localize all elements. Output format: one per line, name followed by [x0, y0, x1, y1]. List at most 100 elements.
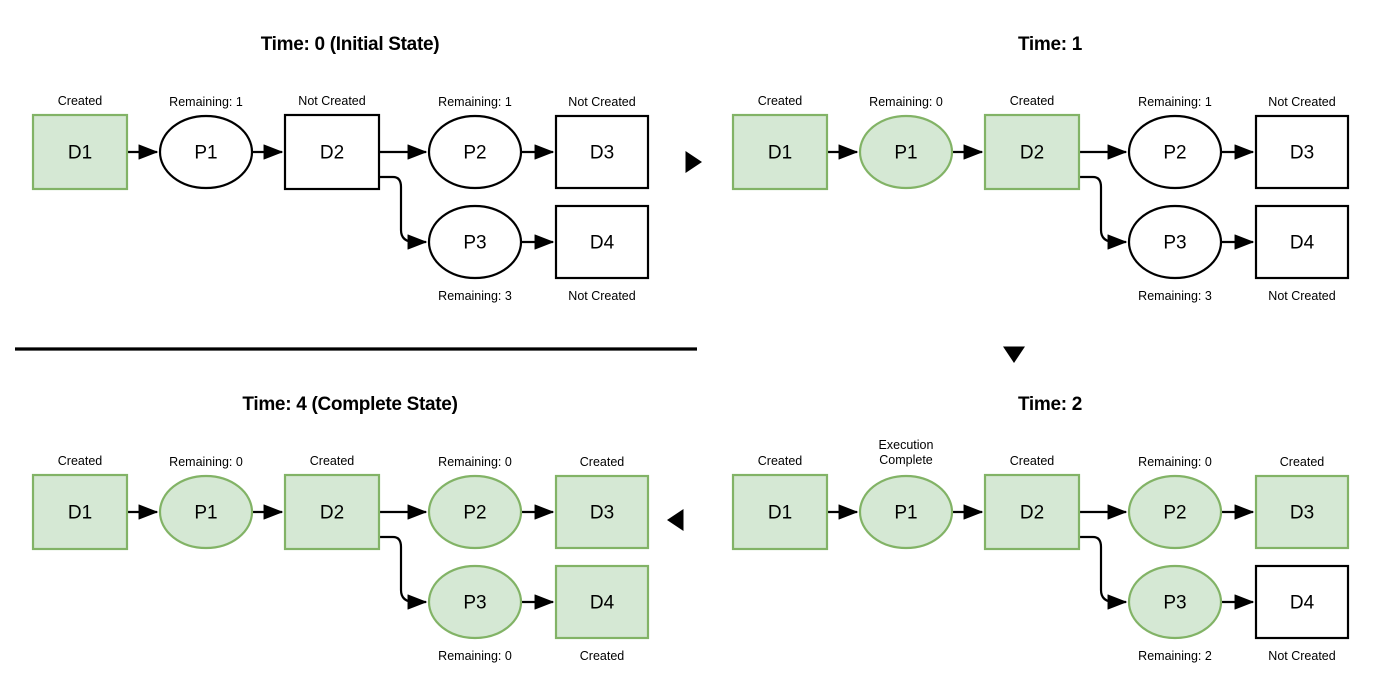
node-status-label: Not Created [298, 94, 365, 108]
node-label: P2 [463, 503, 486, 524]
data-node-shape[interactable] [554, 474, 650, 550]
node-p2[interactable]: P2 Remaining: 0 [1127, 455, 1223, 550]
node-status-label: Remaining: 0 [169, 455, 243, 469]
edge-d2-to-p3 [1079, 535, 1128, 610]
node-label: P2 [1163, 503, 1186, 524]
process-node-shape[interactable] [1127, 474, 1223, 550]
node-status-label: Created [310, 454, 355, 468]
data-node-shape[interactable] [283, 113, 381, 191]
process-node-shape[interactable] [1127, 564, 1223, 640]
node-status-label: Not Created [568, 95, 635, 109]
flow-arrow-right [685, 151, 702, 173]
flow-arrow-down [1003, 346, 1025, 363]
node-label: P1 [894, 503, 917, 524]
node-status-label: Not Created [568, 289, 635, 303]
data-node-shape[interactable] [554, 564, 650, 640]
edge-d2-to-p3 [1079, 175, 1128, 250]
node-status-label: Remaining: 0 [869, 95, 943, 109]
node-label: D4 [590, 593, 615, 614]
node-status-label: Remaining: 1 [438, 95, 512, 109]
process-node-shape[interactable] [427, 564, 523, 640]
edge-d2-to-p3 [379, 535, 428, 610]
data-node-shape[interactable] [1254, 114, 1350, 190]
data-node-shape[interactable] [31, 113, 129, 191]
node-label: D2 [1020, 143, 1044, 164]
data-node-shape[interactable] [1254, 564, 1350, 640]
data-node-shape[interactable] [554, 204, 650, 280]
node-label: P3 [463, 233, 486, 254]
edges-group [827, 144, 1255, 250]
node-label: D3 [590, 143, 614, 164]
node-label: D3 [1290, 143, 1314, 164]
node-status-label: Created [1280, 455, 1325, 469]
process-node-shape[interactable] [858, 474, 954, 550]
node-status-label: Remaining: 0 [1138, 455, 1212, 469]
edges-group [827, 504, 1255, 610]
node-status-label: Created [580, 455, 625, 469]
node-d2[interactable]: D2 Not Created [283, 94, 381, 191]
process-node-shape[interactable] [858, 114, 954, 190]
process-node-shape[interactable] [427, 114, 523, 190]
node-label: D1 [768, 503, 792, 524]
process-node-shape[interactable] [1127, 204, 1223, 280]
data-node-shape[interactable] [1254, 204, 1350, 280]
panel-title: Time: 0 (Initial State) [261, 34, 440, 55]
node-d3[interactable]: D3 Not Created [554, 95, 650, 190]
data-node-shape[interactable] [283, 473, 381, 551]
node-status-label: Created [758, 94, 803, 108]
node-status-label: Remaining: 3 [1138, 289, 1212, 303]
node-d3[interactable]: D3 Created [1254, 455, 1350, 550]
data-node-shape[interactable] [31, 473, 129, 551]
data-node-shape[interactable] [731, 473, 829, 551]
node-label: D3 [1290, 503, 1314, 524]
data-node-shape[interactable] [983, 113, 1081, 191]
node-label: D2 [320, 143, 344, 164]
node-label: D1 [68, 143, 92, 164]
node-label: P3 [1163, 233, 1186, 254]
node-status-label: Remaining: 3 [438, 289, 512, 303]
data-node-shape[interactable] [554, 114, 650, 190]
panel-title: Time: 1 [1018, 34, 1083, 55]
node-status-label: Created [1010, 454, 1055, 468]
process-node-shape[interactable] [427, 204, 523, 280]
process-node-shape[interactable] [158, 114, 254, 190]
node-label: P3 [463, 593, 486, 614]
data-node-shape[interactable] [731, 113, 829, 191]
panels-layer: Time: 0 (Initial State)D1CreatedP1Remain… [31, 34, 1350, 663]
data-node-shape[interactable] [983, 473, 1081, 551]
process-node-shape[interactable] [427, 474, 523, 550]
data-node-shape[interactable] [1254, 474, 1350, 550]
process-node-shape[interactable] [1127, 114, 1223, 190]
node-status-label: Remaining: 2 [1138, 649, 1212, 663]
process-node-shape[interactable] [158, 474, 254, 550]
